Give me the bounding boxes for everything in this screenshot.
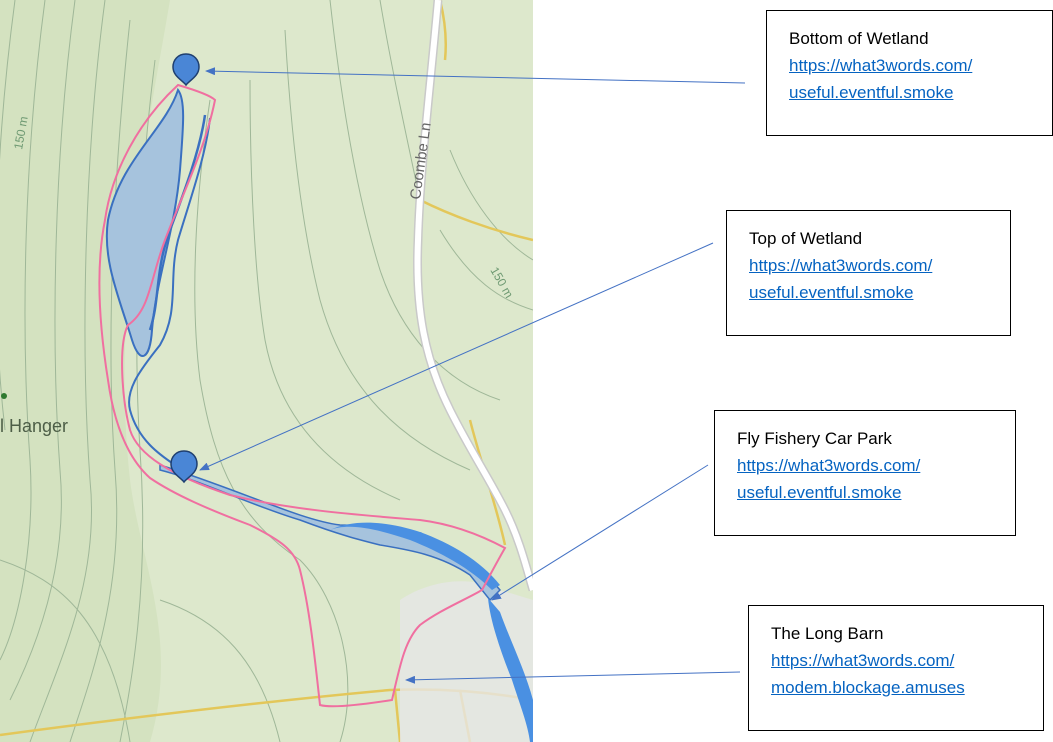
callout-the-long-barn: The Long Barn https://what3words.com/ mo… [748, 605, 1044, 731]
arrow-top-of-wetland [199, 242, 714, 471]
callout-bottom-of-wetland: Bottom of Wetland https://what3words.com… [766, 10, 1053, 136]
what3words-link[interactable]: https://what3words.com/ [749, 256, 933, 275]
callout-title: Fly Fishery Car Park [737, 429, 892, 448]
arrow-fly-fishery [491, 464, 709, 601]
what3words-address-link[interactable]: useful.eventful.smoke [789, 83, 954, 102]
callout-title: Bottom of Wetland [789, 29, 929, 48]
callout-title: Top of Wetland [749, 229, 863, 248]
what3words-link[interactable]: https://what3words.com/ [789, 56, 973, 75]
contour-label-left: 150 m [11, 115, 31, 150]
what3words-address-link[interactable]: modem.blockage.amuses [771, 678, 965, 697]
arrow-long-barn [405, 671, 741, 684]
what3words-address-link[interactable]: useful.eventful.smoke [749, 283, 914, 302]
what3words-link[interactable]: https://what3words.com/ [737, 456, 921, 475]
callout-arrows [199, 67, 746, 684]
callout-top-of-wetland: Top of Wetland https://what3words.com/ u… [726, 210, 1011, 336]
site-boundary [98, 83, 507, 708]
what3words-address-link[interactable]: useful.eventful.smoke [737, 483, 902, 502]
place-label: l Hanger [0, 416, 68, 436]
arrow-bottom-of-wetland [205, 67, 746, 84]
what3words-link[interactable]: https://what3words.com/ [771, 651, 955, 670]
callout-fly-fishery-car-park: Fly Fishery Car Park https://what3words.… [714, 410, 1016, 536]
contour-lines [0, 0, 533, 742]
map-pin-icon[interactable] [172, 53, 200, 87]
callout-title: The Long Barn [771, 624, 884, 643]
map-pin-icon[interactable] [170, 450, 198, 484]
